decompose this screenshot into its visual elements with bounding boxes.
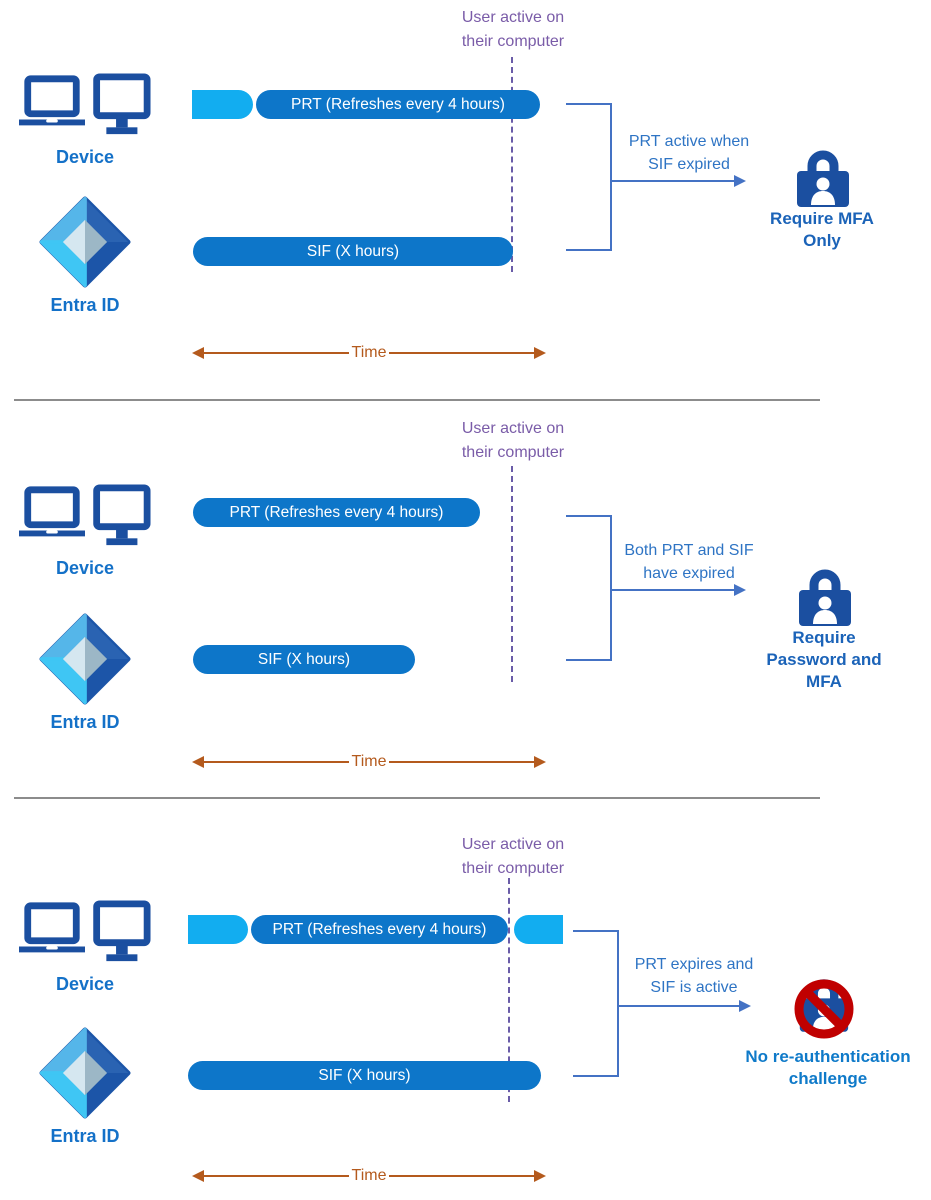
scenario-panel-prt-expired-sif-active: User active on their computer Device [0,799,931,1200]
time-axis-label: Time [351,344,387,361]
device-laptop-monitor-icon [19,484,151,546]
entra-id-logo-icon [39,1027,131,1119]
device-label: Device [55,558,115,578]
entra-id-label: Entra ID [50,295,120,315]
device-actor: Device [10,899,160,995]
user-active-label: User active on their computer [413,833,613,881]
entra-id-logo-icon [39,613,131,705]
time-arrow-left-icon [192,756,204,768]
mfa-lock-icon [796,566,854,633]
entra-id-actor: Entra ID [10,1027,160,1147]
time-axis-line [389,1175,534,1177]
result-line1: Require MFA [770,209,874,228]
entra-id-logo-icon [39,196,131,288]
time-axis-line [204,1175,349,1177]
result-label: Require MFA Only [717,208,927,252]
device-label: Device [55,974,115,994]
time-axis-label: Time [351,1167,387,1184]
sif-timeline-bar: SIF (X hours) [193,645,415,674]
scenario-panel-prt-active-sif-expired: User active on their computer Device [0,0,931,401]
entra-id-label: Entra ID [50,1126,120,1146]
prt-refresh-chip-end [514,915,563,944]
entra-id-actor: Entra ID [10,613,160,733]
result-arrow [612,584,746,596]
entra-id-actor: Entra ID [10,196,160,316]
sif-timeline-bar: SIF (X hours) [188,1061,541,1090]
prt-timeline-bar: PRT (Refreshes every 4 hours) [256,90,540,119]
prt-refresh-chip-start [188,915,248,944]
user-active-line2: their computer [461,444,565,461]
time-arrow-right-icon [534,347,546,359]
condition-text: Both PRT and SIF have expired [594,539,784,585]
time-axis: Time [192,753,546,771]
time-axis: Time [192,344,546,362]
panel-divider [14,797,820,799]
condition-line2: SIF is active [650,979,738,996]
condition-line2: have expired [643,565,735,582]
condition-text: PRT expires and SIF is active [599,953,789,999]
condition-line1: PRT active when [628,133,750,150]
result-line2: Password and [766,650,882,669]
time-arrow-left-icon [192,1170,204,1182]
device-actor: Device [10,483,160,579]
panel-divider [14,399,820,401]
device-laptop-monitor-icon [19,73,151,135]
result-label: No re-authentication challenge [723,1046,931,1090]
time-axis-label: Time [351,753,387,770]
grouping-bracket [573,930,619,1077]
user-active-dashed-line [508,878,510,1102]
grouping-bracket [566,515,612,661]
result-line2: challenge [788,1069,868,1088]
scenario-panel-both-expired: User active on their computer Device [0,401,931,799]
result-line1: No re-authentication [745,1047,911,1066]
device-label: Device [55,147,115,167]
prt-timeline-bar: PRT (Refreshes every 4 hours) [193,498,480,527]
result-arrow [612,175,746,187]
user-active-line1: User active on [461,420,565,437]
blocked-lock-icon [791,973,857,1046]
prt-timeline-bar: PRT (Refreshes every 4 hours) [251,915,508,944]
result-line2: Only [803,231,841,250]
condition-line1: PRT expires and [634,956,754,973]
time-arrow-right-icon [534,1170,546,1182]
time-axis: Time [192,1167,546,1185]
user-active-label: User active on their computer [413,417,613,465]
result-arrow [617,1000,751,1012]
device-actor: Device [10,72,160,168]
mfa-lock-icon [794,147,852,214]
result-line3: MFA [806,672,842,691]
user-active-label: User active on their computer [413,6,613,54]
sif-timeline-bar: SIF (X hours) [193,237,513,266]
user-active-line1: User active on [461,836,565,853]
time-axis-line [389,761,534,763]
user-active-dashed-line [511,466,513,682]
user-active-dashed-line [511,57,513,272]
time-axis-line [204,352,349,354]
result-line1: Require [792,628,856,647]
grouping-bracket [566,103,612,251]
device-laptop-monitor-icon [19,900,151,962]
condition-text: PRT active when SIF expired [594,130,784,176]
user-active-line2: their computer [461,860,565,877]
prt-refresh-chip-start [192,90,253,119]
time-axis-line [389,352,534,354]
condition-line2: SIF expired [648,156,730,173]
user-active-line2: their computer [461,33,565,50]
time-arrow-right-icon [534,756,546,768]
time-axis-line [204,761,349,763]
condition-line1: Both PRT and SIF [624,542,754,559]
result-label: Require Password and MFA [719,627,929,693]
entra-id-label: Entra ID [50,712,120,732]
time-arrow-left-icon [192,347,204,359]
user-active-line1: User active on [461,9,565,26]
